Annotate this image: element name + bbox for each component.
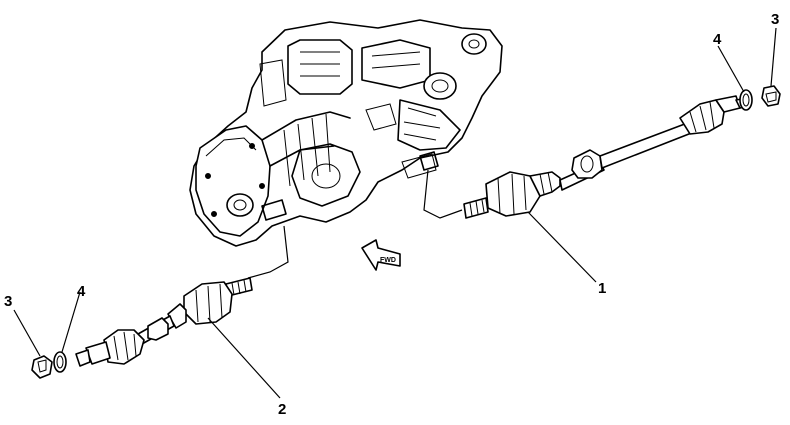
callout-right-washer: 4 bbox=[713, 31, 722, 48]
forward-arrow-icon: FWD bbox=[361, 239, 401, 271]
callout-left-washer: 4 bbox=[77, 283, 86, 300]
callout-right-nut: 3 bbox=[771, 11, 779, 28]
transaxle-engine-drawing bbox=[189, 19, 503, 279]
callout-left-shaft: 2 bbox=[278, 401, 286, 418]
callout-right-shaft: 1 bbox=[598, 280, 606, 297]
forward-arrow-label: FWD bbox=[380, 257, 396, 264]
left-washer-drawing bbox=[53, 351, 67, 373]
left-nut-drawing bbox=[31, 355, 53, 379]
left-drive-axle-drawing bbox=[75, 277, 253, 367]
right-nut-drawing bbox=[761, 85, 781, 107]
right-drive-axle-drawing bbox=[463, 95, 751, 219]
callout-left-nut: 3 bbox=[4, 293, 12, 310]
right-washer-drawing bbox=[739, 89, 753, 111]
leader-lines bbox=[13, 27, 777, 399]
